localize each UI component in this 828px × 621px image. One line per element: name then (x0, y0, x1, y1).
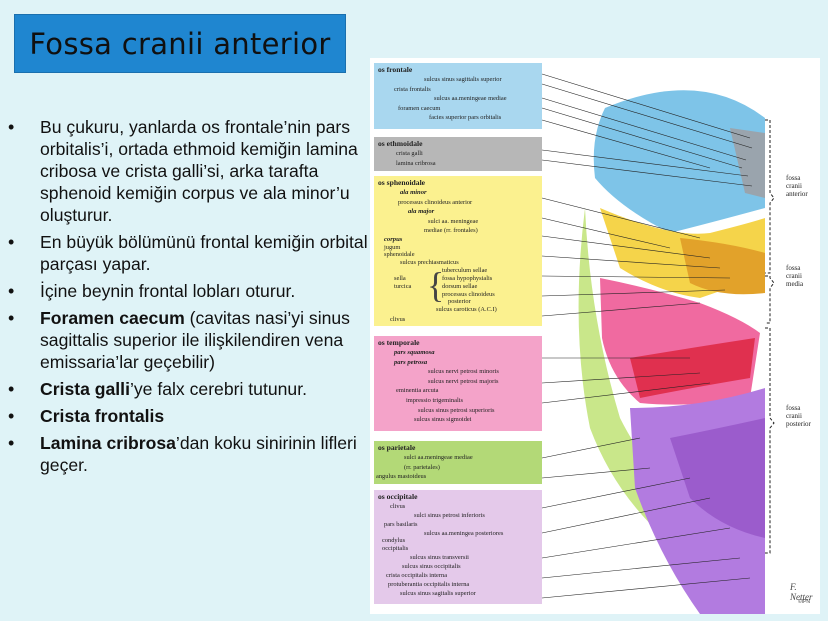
label-temporale-item: eminentia arcuta (396, 387, 439, 395)
label-occipitale-item: sulcus sinus transversii (410, 553, 469, 561)
fossa-brackets (765, 119, 775, 554)
label-sphenoid-item: sulci aa. meningeae (428, 217, 479, 225)
label-os-parietale: os parietale (378, 443, 416, 452)
bullet-item-1: Bu çukuru, yanlarda os frontale’nin pars… (6, 116, 368, 226)
label-parietale-item: (rr. parietales) (404, 463, 440, 471)
label-corpus-item: jugum (384, 243, 401, 251)
skull-base-figure: os frontale sulcus sinus sagittalis supe… (370, 58, 820, 614)
region-petrous (630, 338, 755, 398)
label-clivus: clivus (390, 315, 406, 323)
bullet-list: Bu çukuru, yanlarda os frontale’nin pars… (6, 116, 368, 481)
label-occipitale-item: protuberantia occipitalis interna (388, 580, 470, 588)
label-sella-item: fossa hypophysialis (442, 274, 493, 282)
label-sella: sella (394, 274, 406, 282)
label-frontale-item: crista frontalis (394, 85, 431, 93)
label-ala-major: ala major (408, 208, 435, 216)
label-pars-petrosa: pars petrosa (394, 358, 428, 366)
label-os-temporale: os temporale (378, 338, 420, 347)
label-ethmoidale-item: crista galli (396, 150, 423, 157)
bullet-item-5: Crista galli’ye falx cerebri tutunur. (6, 378, 368, 400)
label-temporale-item: sulcus sinus sigmoidei (414, 416, 472, 424)
label-temporale-item: sulcus nervi petrosi minoris (428, 368, 499, 376)
region-occipital-inner (670, 418, 765, 538)
label-sulcus-caroticus: sulcus caroticus (A.C.I) (436, 305, 497, 313)
label-parietale-item: angulus mastoideus (376, 473, 427, 481)
label-occipitale-item: sulcus sinus sagitalis superior (400, 589, 476, 597)
brace-icon: { (427, 264, 445, 305)
label-ala-minor: ala minor (400, 189, 427, 196)
label-sella-item: tuberculum sellae (442, 266, 488, 274)
title-box: Fossa cranii anterior (14, 14, 346, 73)
label-occipitale-item: clivus (390, 503, 406, 510)
label-group-occipitale: os occipitale clivus sulci sinus petrosi… (374, 490, 542, 604)
label-occipitale-item: sulci sinus petrosi inferioris (414, 512, 485, 519)
label-occipitale-item: occipitalis (382, 544, 409, 552)
label-group-parietale: os parietale sulci aa.meningeae mediae (… (374, 441, 542, 484)
bullet-item-6: Crista frontalis (6, 405, 368, 427)
leader-lines (541, 73, 753, 599)
region-frontale (593, 90, 765, 233)
label-corpus: corpus (384, 235, 403, 243)
bullet-item-2: En büyük bölümünü frontal kemiğin orbita… (6, 231, 368, 275)
label-group-temporale: os temporale pars squamosa pars petrosa … (374, 336, 542, 431)
label-pars-squamosa: pars squamosa (394, 349, 435, 356)
label-group-sphenoidale: os sphenoidale ala minor processus clino… (374, 176, 542, 326)
skull-base-illustration (541, 73, 775, 614)
region-sphenoid-corpus (680, 238, 765, 295)
label-parietale-item: sulci aa.meningeae mediae (404, 454, 473, 461)
label-frontale-item: foramen caecum (398, 104, 441, 112)
label-os-sphenoidale: os sphenoidale (378, 178, 426, 187)
label-corpus-item: sphenoidale (384, 250, 415, 258)
copyright-mark: ©IPN (798, 599, 811, 605)
label-group-ethmoidale: os ethmoidale crista galli lamina cribro… (374, 137, 542, 171)
label-frontale-item: sulcus sinus sagittalis superior (424, 76, 502, 83)
label-temporale-item: sulcus sinus petrosi superioris (418, 406, 495, 414)
artist-signature: F. Netter (790, 582, 813, 602)
label-os-ethmoidale: os ethmoidale (378, 139, 423, 148)
sella-turcica-group: sella turcica { tuberculum sellae fossa … (374, 267, 542, 305)
label-occipitale-item: sulcus sinus occipitalis (402, 562, 461, 570)
label-occipitale-item: sulcus aa.meningea posteriores (424, 530, 504, 537)
label-occipitale-item: condylus (382, 537, 406, 544)
label-ethmoidale-item: lamina cribrosa (396, 159, 436, 167)
label-occipitale-item: crista occipitalis interna (386, 571, 448, 579)
slide-title: Fossa cranii anterior (29, 26, 331, 61)
label-turcica: turcica (394, 282, 412, 290)
label-frontale-item: sulcus aa.meningeae mediae (434, 95, 507, 103)
label-group-frontale: os frontale sulcus sinus sagittalis supe… (374, 63, 542, 129)
label-sphenoid-item: processus clinoideus anterior (398, 198, 473, 206)
label-os-occipitale: os occipitale (378, 492, 418, 501)
label-sella-item: posterior (448, 297, 471, 305)
label-occipitale-item: pars basilaris (384, 521, 418, 528)
label-sella-item: processus clinoideus (442, 290, 495, 298)
label-sphenoid-item: mediae (rr. frontales) (424, 227, 478, 235)
label-sulcus-prechiasmaticus: sulcus prechiasmaticus (400, 258, 459, 266)
label-temporale-item: impressio trigeminalis (406, 396, 463, 404)
label-os-frontale: os frontale (378, 65, 413, 74)
bullet-item-3: İçine beynin frontal lobları oturur. (6, 280, 368, 302)
bullet-item-7: Lamina cribrosa’dan koku sinirinin lifle… (6, 432, 368, 476)
bullet-item-4: Foramen caecum (cavitas nasi’yi sinus sa… (6, 307, 368, 373)
label-frontale-item: facies superior pars orbitalis (429, 114, 502, 122)
region-parietale (578, 208, 710, 558)
region-ethmoidale (730, 128, 765, 198)
label-temporale-item: sulcus nervi petrosi majoris (428, 377, 499, 385)
label-sella-item: dorsum sellae (442, 282, 478, 290)
